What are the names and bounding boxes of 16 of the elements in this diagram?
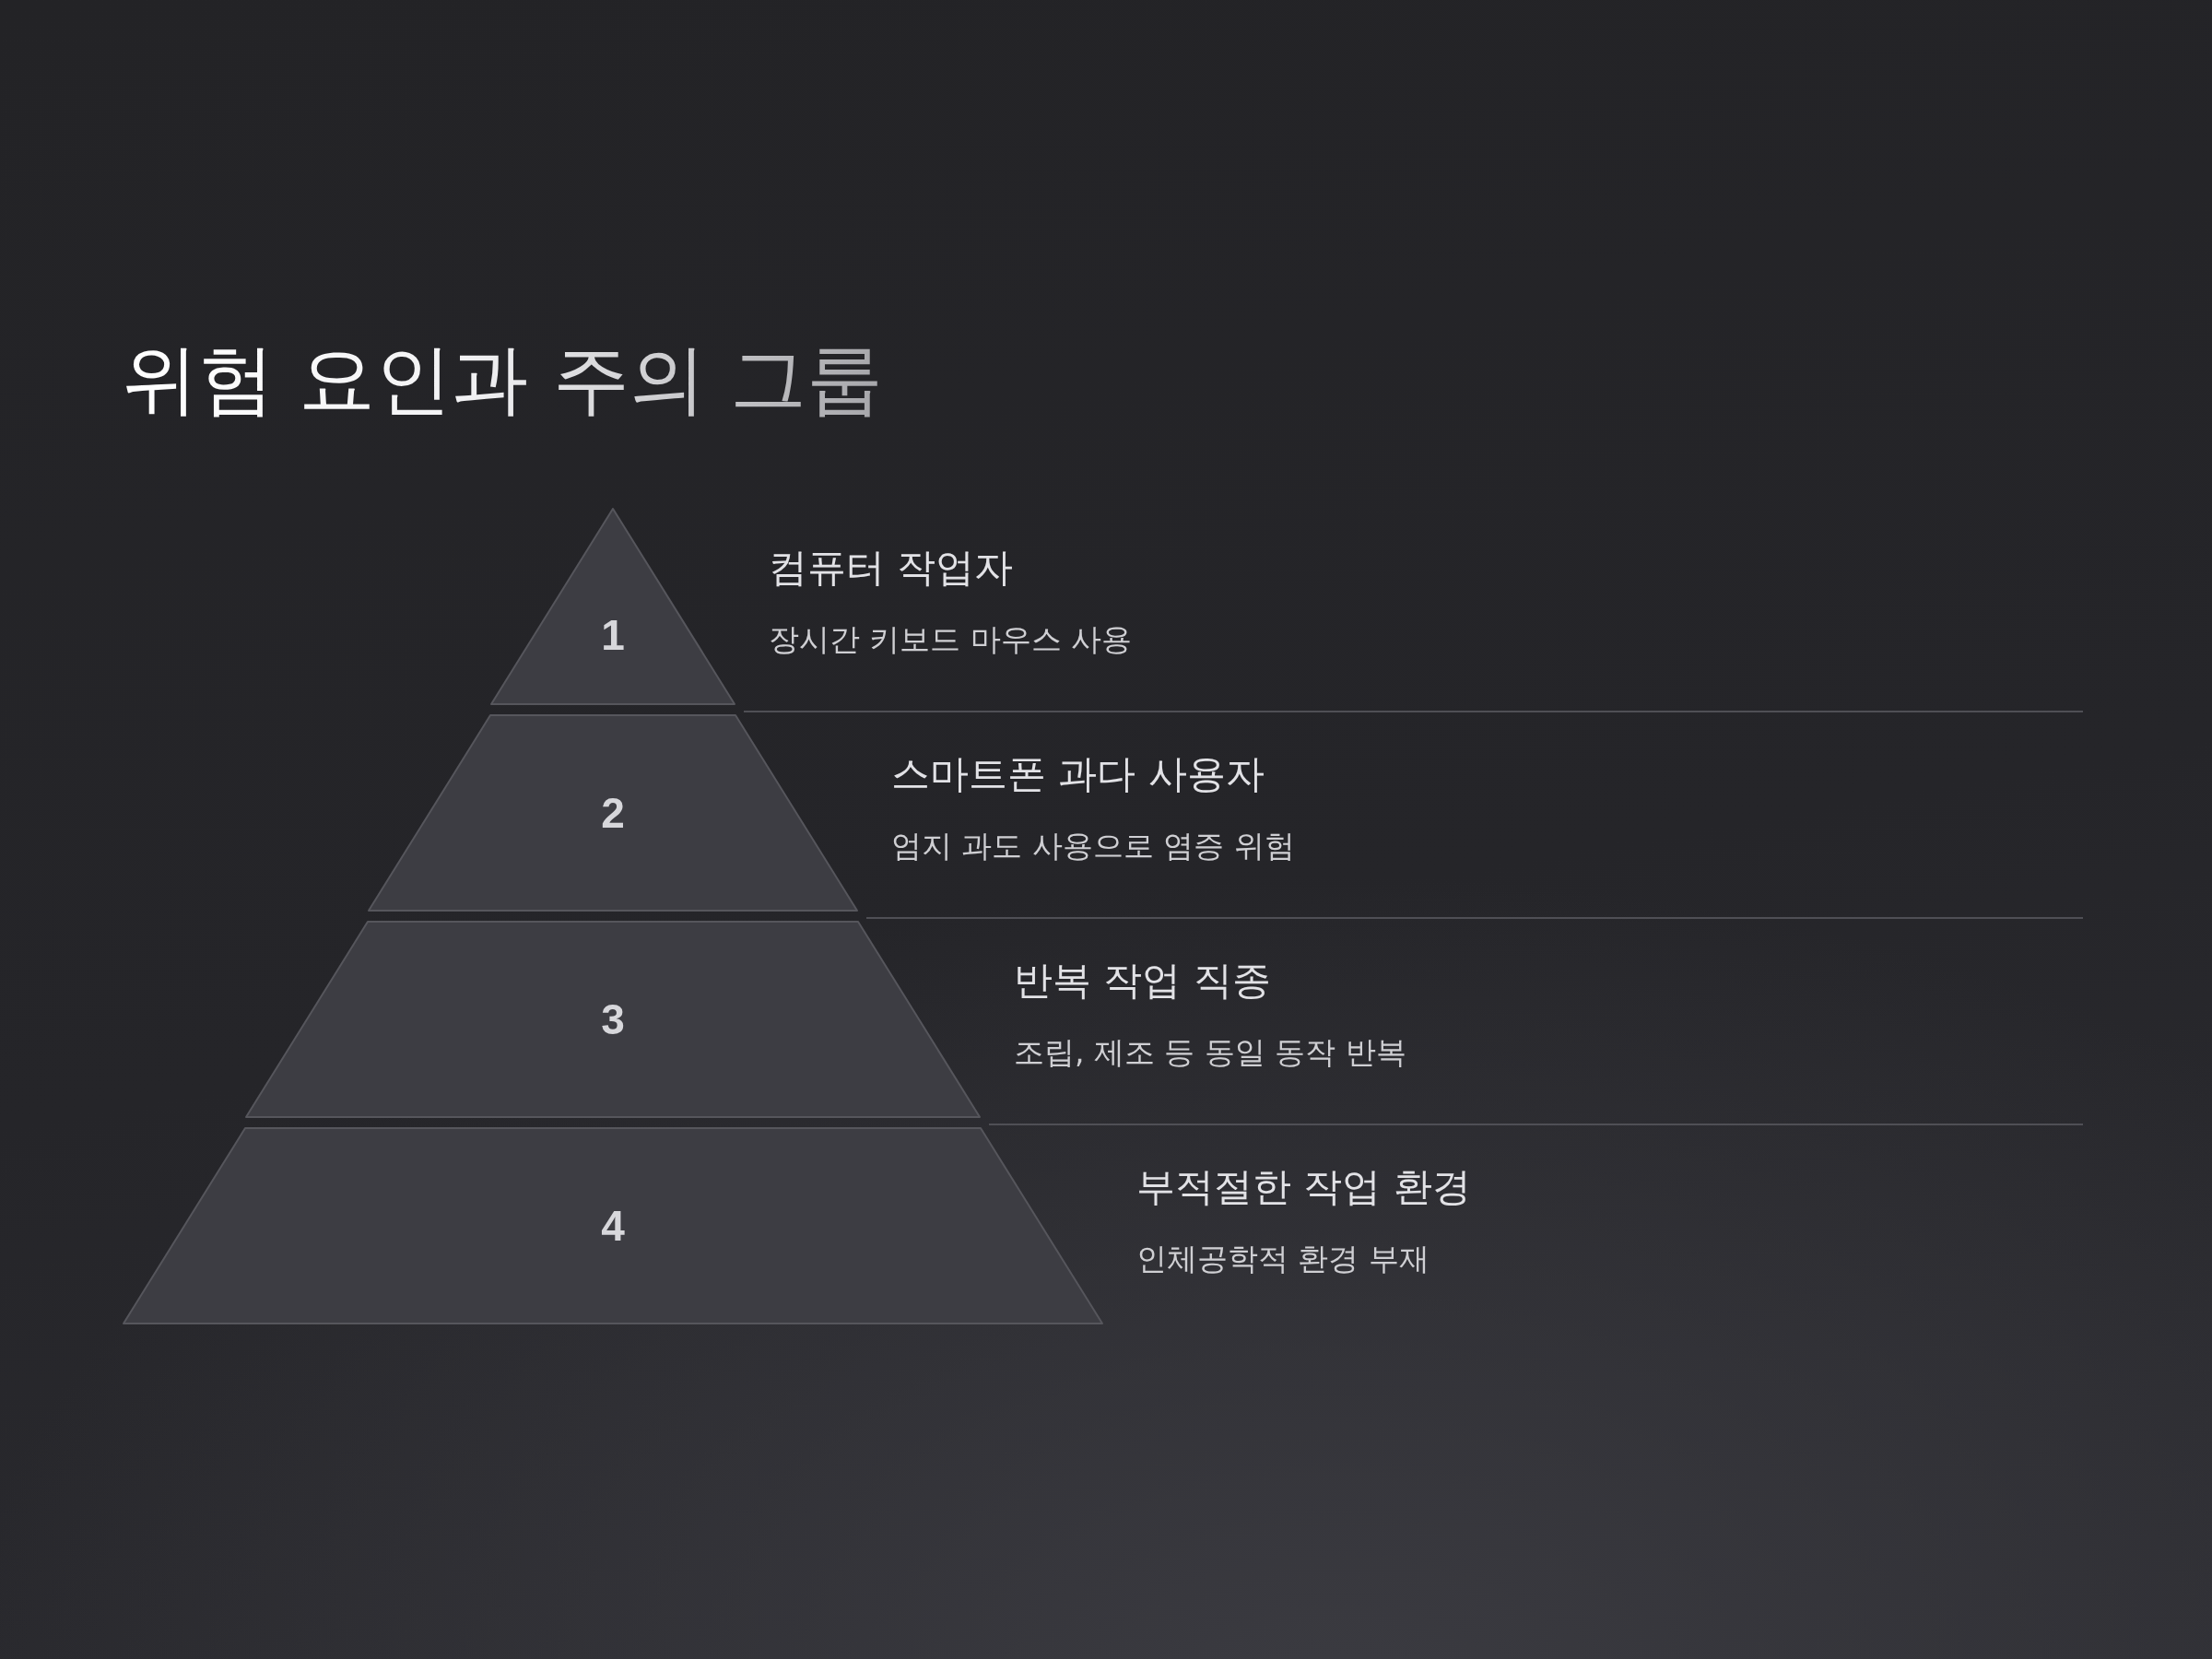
group-description: 조립, 제조 등 동일 동작 반복 xyxy=(1014,1034,1406,1071)
group-description: 엄지 과도 사용으로 염증 위험 xyxy=(891,828,1295,865)
group-description: 장시간 키보드 마우스 사용 xyxy=(769,621,1133,658)
pyramid-tier xyxy=(123,1127,1103,1324)
pyramid-tier xyxy=(490,508,735,705)
group-description: 인체공학적 환경 부재 xyxy=(1136,1241,1430,1277)
group-heading: 반복 작업 직종 xyxy=(1014,958,1272,1005)
tier-number: 2 xyxy=(601,792,625,834)
pyramid-tier xyxy=(368,714,858,912)
group-heading: 스마트폰 과다 사용자 xyxy=(891,751,1265,798)
tier-number: 3 xyxy=(601,998,625,1041)
tier-number: 4 xyxy=(601,1205,625,1247)
tier-number: 1 xyxy=(601,614,625,656)
pyramid-tier xyxy=(245,921,981,1118)
group-heading: 부적절한 작업 환경 xyxy=(1136,1164,1471,1211)
group-heading: 컴퓨터 작업자 xyxy=(769,545,1015,592)
